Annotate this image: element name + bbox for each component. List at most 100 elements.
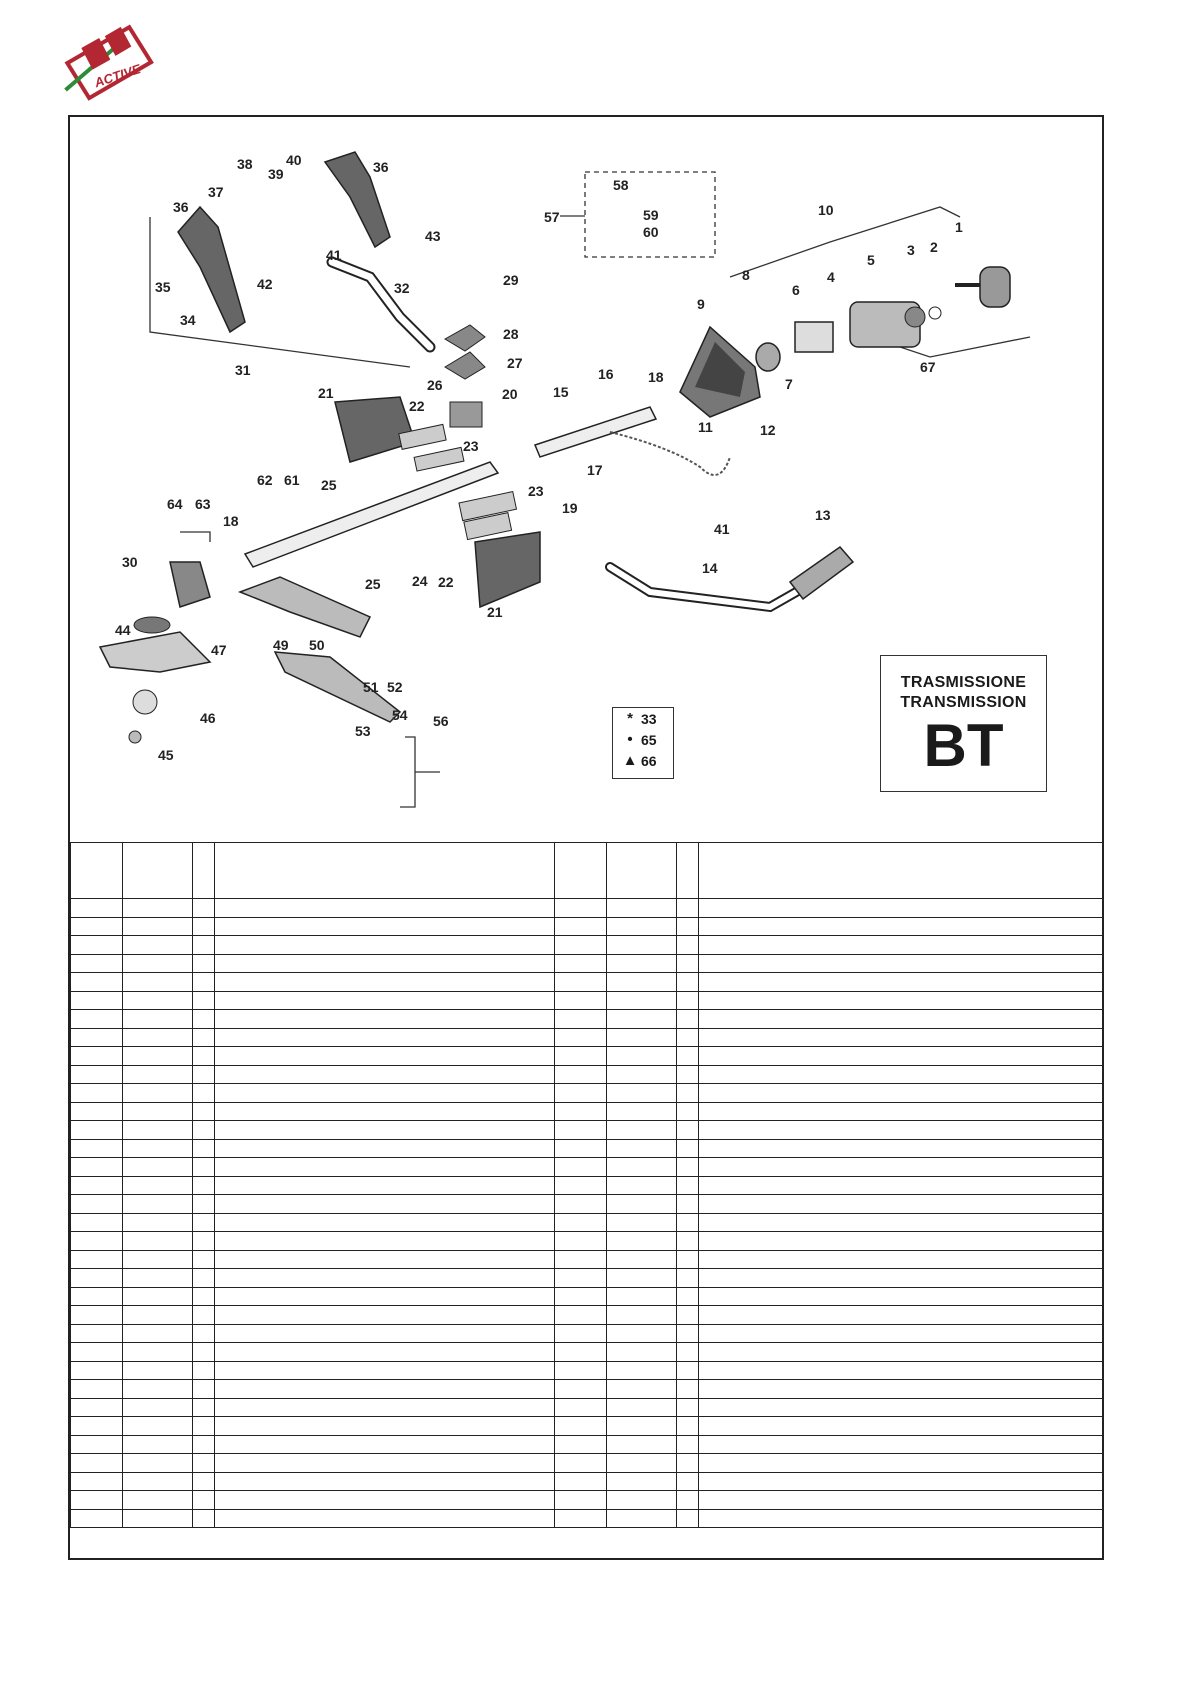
svg-text:47: 47 — [211, 642, 227, 658]
table-cell — [698, 1138, 1103, 1158]
header-cell — [214, 842, 555, 899]
table-cell — [554, 1249, 607, 1269]
table-cell — [122, 1157, 193, 1177]
table-cell — [192, 1397, 215, 1417]
svg-text:18: 18 — [648, 369, 664, 385]
svg-text:63: 63 — [195, 496, 211, 512]
table-cell — [698, 1453, 1103, 1473]
table-cell — [676, 1397, 699, 1417]
svg-text:17: 17 — [587, 462, 603, 478]
table-row — [70, 953, 1103, 973]
table-cell — [122, 1490, 193, 1510]
table-cell — [676, 1175, 699, 1195]
table-cell — [192, 1490, 215, 1510]
table-cell — [606, 1379, 677, 1399]
table-cell — [676, 1231, 699, 1251]
table-cell — [606, 1434, 677, 1454]
table-cell — [214, 1360, 555, 1380]
table-cell — [70, 972, 123, 992]
table-cell — [192, 953, 215, 973]
table-cell — [554, 1508, 607, 1528]
table-cell — [554, 972, 607, 992]
table-cell — [554, 916, 607, 936]
table-row — [70, 1323, 1103, 1343]
svg-text:51: 51 — [363, 679, 379, 695]
legend-row: ▲ 66 — [613, 750, 673, 771]
svg-text:29: 29 — [503, 272, 519, 288]
table-cell — [606, 1305, 677, 1325]
table-cell — [192, 1138, 215, 1158]
svg-text:21: 21 — [318, 385, 334, 401]
svg-text:54: 54 — [392, 707, 408, 723]
table-cell — [554, 1046, 607, 1066]
table-cell — [192, 1453, 215, 1473]
table-cell — [70, 1009, 123, 1029]
svg-text:13: 13 — [815, 507, 831, 523]
header-cell — [606, 842, 677, 899]
exploded-parts-diagram: 1 2 3 4 5 6 7 8 9 10 11 12 13 14 15 16 1… — [98, 151, 1031, 808]
table-cell — [122, 1434, 193, 1454]
svg-text:52: 52 — [387, 679, 403, 695]
table-cell — [606, 1453, 677, 1473]
table-row — [70, 1397, 1103, 1417]
table-cell — [122, 953, 193, 973]
table-cell — [70, 1101, 123, 1121]
table-cell — [676, 1120, 699, 1140]
badge-title-en: TRANSMISSION — [900, 694, 1027, 711]
table-cell — [606, 1157, 677, 1177]
table-row — [70, 1379, 1103, 1399]
table-cell — [192, 1157, 215, 1177]
svg-text:22: 22 — [438, 574, 454, 590]
table-cell — [554, 1471, 607, 1491]
table-cell — [70, 1379, 123, 1399]
table-cell — [698, 916, 1103, 936]
table-cell — [122, 1064, 193, 1084]
table-cell — [70, 1231, 123, 1251]
table-cell — [606, 1046, 677, 1066]
table-cell — [192, 1268, 215, 1288]
table-cell — [214, 1009, 555, 1029]
table-cell — [70, 1175, 123, 1195]
section-badge: TRASMISSIONE TRANSMISSION BT — [880, 655, 1047, 792]
table-cell — [192, 1249, 215, 1269]
table-cell — [122, 1342, 193, 1362]
svg-text:59: 59 — [643, 207, 659, 223]
table-cell — [122, 1138, 193, 1158]
svg-text:28: 28 — [503, 326, 519, 342]
table-cell — [214, 1379, 555, 1399]
table-cell — [676, 1323, 699, 1343]
table-cell — [698, 1305, 1103, 1325]
table-cell — [70, 990, 123, 1010]
table-cell — [122, 1083, 193, 1103]
table-cell — [192, 935, 215, 955]
table-cell — [676, 1379, 699, 1399]
triangle-icon: ▲ — [622, 752, 638, 769]
table-cell — [192, 1101, 215, 1121]
table-cell — [554, 1416, 607, 1436]
table-cell — [122, 1046, 193, 1066]
table-cell — [606, 1323, 677, 1343]
table-row — [70, 1046, 1103, 1066]
svg-text:21: 21 — [487, 604, 503, 620]
svg-text:22: 22 — [409, 398, 425, 414]
svg-text:37: 37 — [208, 184, 224, 200]
table-cell — [554, 1138, 607, 1158]
table-cell — [676, 972, 699, 992]
table-row — [70, 1194, 1103, 1214]
table-cell — [192, 1120, 215, 1140]
table-cell — [606, 1268, 677, 1288]
table-row — [70, 972, 1103, 992]
table-cell — [214, 1157, 555, 1177]
table-cell — [214, 1231, 555, 1251]
table-cell — [676, 1212, 699, 1232]
svg-text:19: 19 — [562, 500, 578, 516]
table-cell — [698, 1194, 1103, 1214]
table-cell — [214, 1083, 555, 1103]
table-cell — [676, 898, 699, 918]
table-cell — [606, 1397, 677, 1417]
table-cell — [554, 1027, 607, 1047]
table-cell — [192, 972, 215, 992]
header-cell — [192, 842, 215, 899]
svg-text:7: 7 — [785, 376, 793, 392]
table-cell — [70, 898, 123, 918]
